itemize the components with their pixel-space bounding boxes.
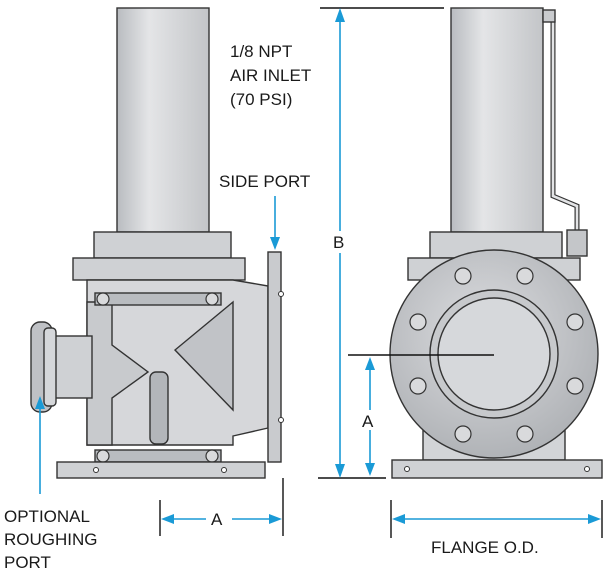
bolt-icon bbox=[205, 292, 219, 306]
bolt-hole-icon bbox=[454, 425, 472, 443]
side-port-flange bbox=[267, 251, 282, 463]
side-port-label: SIDE PORT bbox=[219, 172, 310, 191]
actuator-cylinder-side bbox=[116, 7, 210, 233]
arrow-up-icon bbox=[35, 396, 45, 409]
air-inlet-label-line1: 1/8 NPT bbox=[230, 42, 292, 61]
bolt-icon bbox=[96, 449, 110, 463]
arrow-left-icon bbox=[161, 514, 174, 524]
arrow-up-icon bbox=[335, 8, 345, 22]
bolt-icon bbox=[96, 292, 110, 306]
air-inlet-label-line3: (70 PSI) bbox=[230, 90, 292, 109]
labels: 1/8 NPT AIR INLET (70 PSI) SIDE PORT B A… bbox=[4, 42, 539, 572]
actuator-cylinder-front bbox=[450, 7, 544, 233]
arrow-right-icon bbox=[588, 514, 601, 524]
bolt-icon bbox=[278, 291, 284, 297]
flange-bore bbox=[437, 297, 551, 411]
air-inlet-label-line2: AIR INLET bbox=[230, 66, 311, 85]
flange-bolt-holes bbox=[409, 267, 584, 443]
base-plate-side bbox=[56, 461, 266, 479]
dimension-a-horizontal-label: A bbox=[211, 510, 223, 529]
body-section-left bbox=[86, 301, 150, 446]
dimension-b-label: B bbox=[333, 233, 344, 252]
arrow-down-icon bbox=[270, 237, 280, 250]
body-section-right bbox=[173, 300, 234, 412]
arrow-down-icon bbox=[365, 463, 375, 476]
valve-front-view bbox=[389, 7, 603, 479]
air-inlet-fitting bbox=[542, 9, 556, 23]
bolt-hole-icon bbox=[516, 425, 534, 443]
dimension-lines bbox=[35, 7, 603, 538]
bolt-icon bbox=[221, 467, 227, 473]
roughing-port-face bbox=[43, 327, 57, 407]
upper-guide-bar bbox=[94, 292, 222, 306]
upper-flange-side bbox=[72, 257, 246, 281]
bolt-hole-icon bbox=[516, 267, 534, 285]
base-plate-front bbox=[391, 459, 603, 479]
bolt-hole-icon bbox=[454, 267, 472, 285]
roughing-port-label-line2: ROUGHING bbox=[4, 530, 98, 549]
bolt-icon bbox=[584, 466, 590, 472]
roughing-port-neck bbox=[51, 335, 93, 399]
bolt-icon bbox=[93, 467, 99, 473]
bolt-icon bbox=[278, 417, 284, 423]
arrow-left-icon bbox=[392, 514, 405, 524]
bolt-hole-icon bbox=[409, 377, 427, 395]
actuator-collar-side bbox=[93, 231, 232, 259]
arrow-right-icon bbox=[269, 514, 282, 524]
lower-guide-bar bbox=[94, 449, 222, 463]
valve-stem bbox=[149, 371, 169, 445]
arrow-up-icon bbox=[365, 357, 375, 370]
bolt-hole-icon bbox=[566, 313, 584, 331]
roughing-port-label-line1: OPTIONAL bbox=[4, 507, 90, 526]
arrow-down-icon bbox=[335, 464, 345, 478]
valve-side-view bbox=[30, 7, 284, 479]
solenoid-block bbox=[566, 229, 588, 257]
bolt-hole-icon bbox=[409, 313, 427, 331]
roughing-port-label-line3: PORT bbox=[4, 553, 51, 572]
bolt-hole-icon bbox=[566, 377, 584, 395]
dimension-a-vertical-label: A bbox=[362, 412, 374, 431]
bolt-icon bbox=[404, 466, 410, 472]
bolt-icon bbox=[205, 449, 219, 463]
flange-od-label: FLANGE O.D. bbox=[431, 538, 539, 557]
